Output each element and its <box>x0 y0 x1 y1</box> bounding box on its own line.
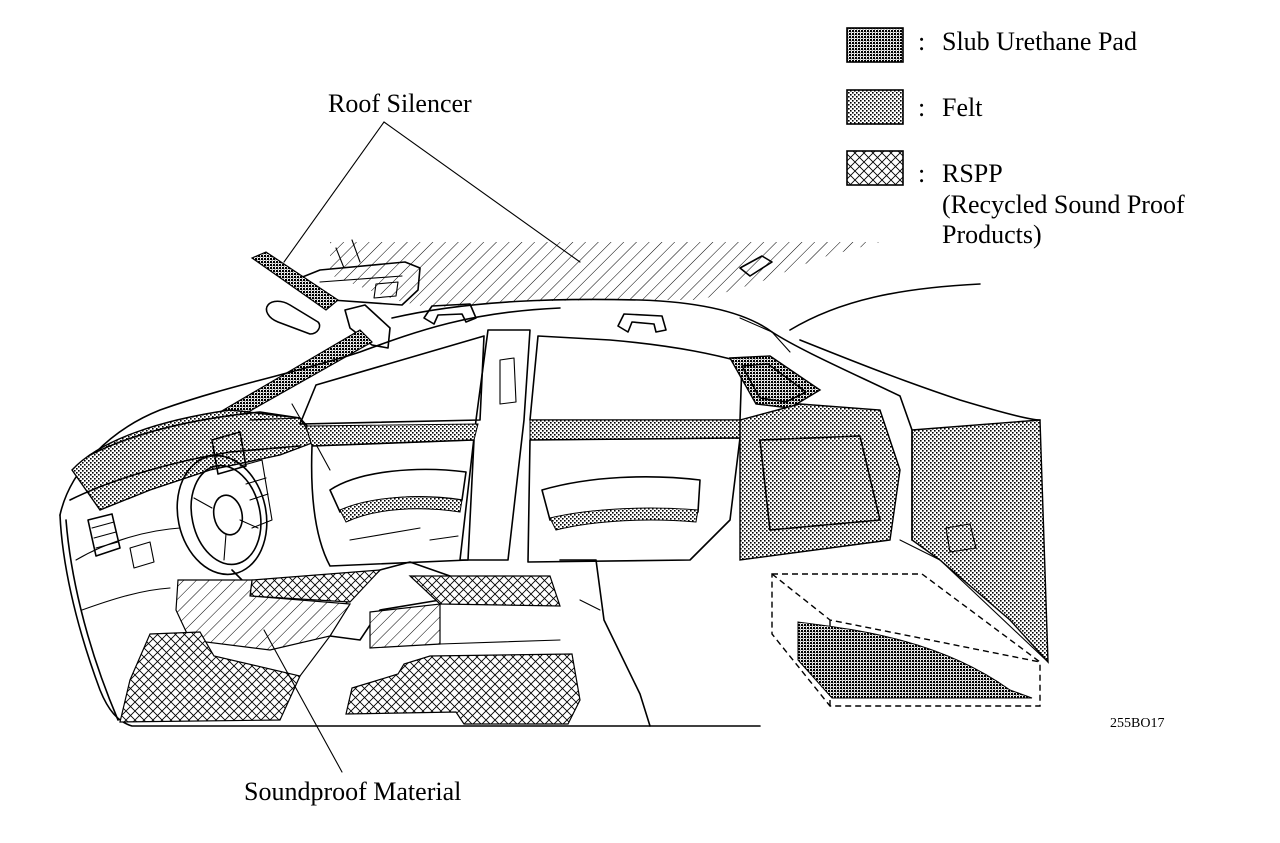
rear-view-mirror <box>344 304 391 349</box>
legend-label-rspp-line3: Products) <box>942 220 1042 249</box>
figure-code: 255BO17 <box>1110 716 1164 731</box>
dome-light <box>739 255 773 277</box>
callout-soundproof-material: Soundproof Material <box>244 629 461 806</box>
dashboard-felt <box>71 409 322 511</box>
air-vent-left <box>87 513 121 557</box>
legend-label-rspp: RSPP <box>942 159 1003 188</box>
switch-panel <box>129 541 155 569</box>
c-pillar-line <box>771 331 913 541</box>
floor-seam <box>299 599 601 677</box>
legend-label-felt: Felt <box>942 93 983 122</box>
rear-door-window-felt <box>529 419 743 441</box>
front-door-trim-felt <box>339 496 463 523</box>
legend-label-slub-urethane-pad: Slub Urethane Pad <box>942 27 1137 56</box>
a-pillar-urethane <box>250 251 340 311</box>
roof-silencer-headliner <box>330 242 880 308</box>
trunk-underfloor-box <box>771 573 1041 707</box>
soundproof-floor-band-right <box>369 603 441 649</box>
callout-label-soundproof-material: Soundproof Material <box>244 777 461 806</box>
legend-swatch-rspp <box>846 150 904 186</box>
rear-quarter-inner <box>759 435 881 531</box>
trunk-upper-line <box>789 283 981 331</box>
legend-label-rspp-line2: (Recycled Sound Proof <box>942 190 1185 219</box>
quarter-window-urethane <box>728 355 822 409</box>
leader-line-soundproof-material <box>263 629 343 773</box>
rear-floor-rspp-left <box>119 631 301 723</box>
legend-separator-slub: : <box>918 27 925 56</box>
rear-quarter-felt <box>739 403 901 561</box>
callout-roof-silencer: Roof Silencer <box>283 89 581 263</box>
quarter-window-glass <box>741 363 807 403</box>
dashboard-lower <box>75 527 181 611</box>
center-display <box>211 431 247 475</box>
car-interior-illustration <box>59 239 1049 727</box>
rear-floor-rspp-right <box>345 653 581 725</box>
legend-swatch-felt <box>846 89 904 125</box>
legend-swatch-slub-urethane-pad <box>846 27 904 63</box>
body-lower-inner <box>65 519 119 721</box>
trunk-floor-edge <box>899 539 1049 663</box>
trunk-underfloor-urethane <box>797 621 1033 699</box>
rear-door-trim-felt <box>549 507 699 531</box>
trunk-side-felt <box>911 419 1049 664</box>
headliner-edge <box>391 298 773 333</box>
trunk-light <box>945 523 977 553</box>
dashboard-face <box>69 445 301 501</box>
legend-separator-felt: : <box>918 93 925 122</box>
front-floor-rspp-right <box>408 575 561 607</box>
grab-handle-front <box>423 303 477 325</box>
trunk-opening <box>799 339 1041 421</box>
b-pillar-seatbelt <box>499 357 517 405</box>
sun-visor-clip <box>265 300 321 335</box>
rear-door <box>527 335 743 563</box>
legend-separator-rspp: : <box>918 159 925 188</box>
rocker-panel <box>559 559 651 727</box>
front-door <box>299 335 485 567</box>
headliner-rear-edge <box>739 317 791 353</box>
leader-line-roof-silencer-left <box>283 121 385 263</box>
grab-handle-rear <box>617 313 667 333</box>
legend: : Slub Urethane Pad : Felt : RSPP (Recyc… <box>846 27 1185 249</box>
dashboard-upper <box>89 411 301 456</box>
callout-label-roof-silencer: Roof Silencer <box>328 89 472 118</box>
leader-line-roof-silencer-right <box>383 121 581 263</box>
